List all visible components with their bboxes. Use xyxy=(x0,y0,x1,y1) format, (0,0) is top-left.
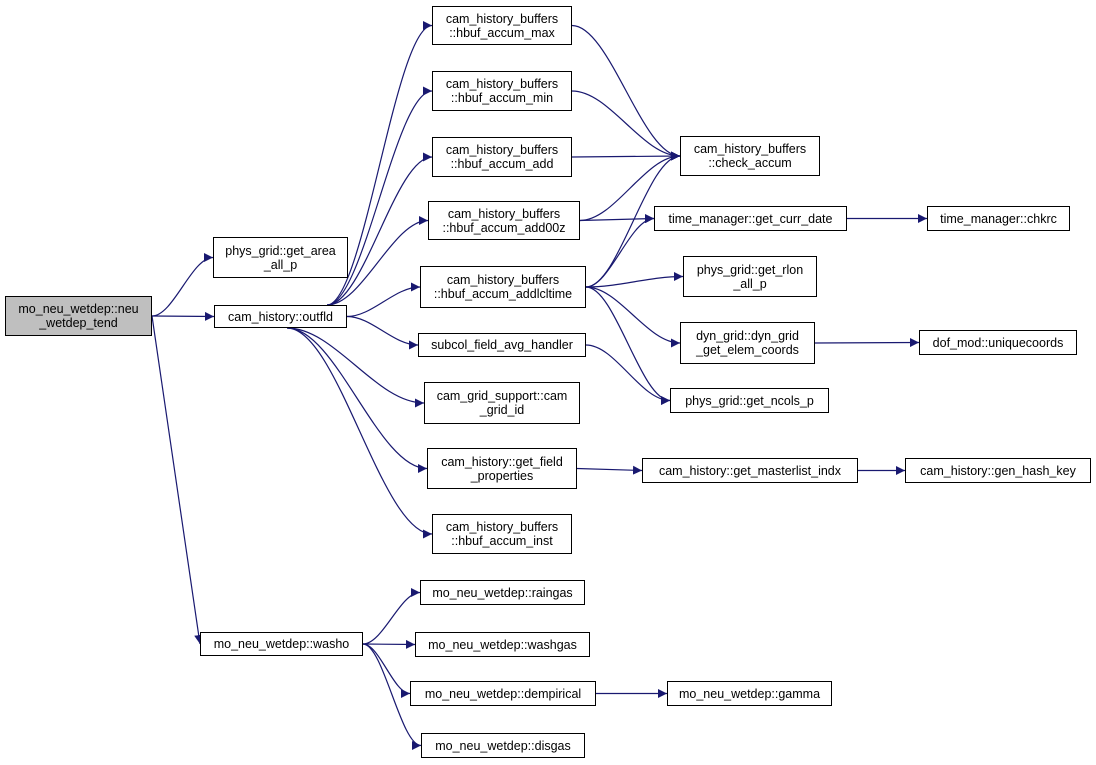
node-label-line: ::hbuf_accum_min xyxy=(450,91,554,105)
edge-outfld-to-accum-inst xyxy=(287,327,433,539)
edge-accum-max-to-check-accum xyxy=(571,24,681,161)
edge-subcol-to-get-ncols xyxy=(585,344,671,405)
node-label-line: cam_history_buffers xyxy=(445,143,559,157)
node-label-line: mo_neu_wetdep::disgas xyxy=(435,738,571,753)
node-label-line: phys_grid::get_area xyxy=(225,243,336,258)
node-accum-add00z[interactable]: cam_history_buffers::hbuf_accum_add00z xyxy=(428,201,580,240)
node-label-line: _all_p xyxy=(263,257,298,272)
edge-washo-to-washgas xyxy=(362,639,416,649)
edge-outfld-to-accum-max xyxy=(326,21,433,306)
node-root: mo_neu_wetdep::neu_wetdep_tend xyxy=(5,296,152,336)
node-label-line: cam_history::outfld xyxy=(228,309,333,324)
node-label-line: dof_mod::uniquecoords xyxy=(932,335,1064,350)
node-uniquecoords[interactable]: dof_mod::uniquecoords xyxy=(919,330,1077,355)
node-label-line: cam_history::gen_hash_key xyxy=(920,463,1076,478)
node-get-field-props[interactable]: cam_history::get_field_properties xyxy=(427,448,577,489)
edge-outfld-to-subcol xyxy=(346,315,419,350)
edge-accum-add00z-to-check-accum xyxy=(579,151,681,222)
edge-outfld-to-accum-add xyxy=(327,152,433,306)
edge-accum-addlcltime-to-get-curr-date xyxy=(585,214,655,288)
node-label-line: _wetdep_tend xyxy=(39,316,118,330)
node-check-accum[interactable]: cam_history_buffers::check_accum xyxy=(680,136,820,176)
edge-accum-add-to-check-accum xyxy=(571,151,681,161)
node-dyn-grid[interactable]: dyn_grid::dyn_grid_get_elem_coords xyxy=(680,322,815,364)
edge-outfld-to-accum-addlcltime xyxy=(346,282,421,318)
node-label-line: mo_neu_wetdep::raingas xyxy=(432,585,573,600)
node-label-line: mo_neu_wetdep::washgas xyxy=(428,637,577,652)
node-label-line: cam_history::get_masterlist_indx xyxy=(658,463,842,478)
node-label-line: cam_history_buffers xyxy=(445,77,559,91)
edge-washo-to-raingas xyxy=(362,588,421,645)
node-label-line: subcol_field_avg_handler xyxy=(431,338,573,352)
edge-get-field-props-to-masterlist xyxy=(576,465,643,475)
node-accum-min[interactable]: cam_history_buffers::hbuf_accum_min xyxy=(432,71,572,111)
node-subcol[interactable]: subcol_field_avg_handler xyxy=(418,333,586,357)
node-outfld[interactable]: cam_history::outfld xyxy=(214,305,347,328)
edge-outfld-to-cam-grid-id xyxy=(287,327,425,408)
node-label-line: cam_history_buffers xyxy=(693,142,807,156)
node-label-line: ::hbuf_accum_inst xyxy=(451,534,553,548)
node-label-line: cam_grid_support::cam xyxy=(436,389,568,403)
node-label-line: phys_grid::get_rlon xyxy=(696,262,804,277)
node-label-line: cam_history::get_field xyxy=(441,454,563,469)
node-dempirical[interactable]: mo_neu_wetdep::dempirical xyxy=(410,681,596,706)
edge-root-to-washo xyxy=(151,315,204,645)
edge-outfld-to-get-field-props xyxy=(287,327,428,473)
node-label-line: mo_neu_wetdep::gamma xyxy=(678,686,821,701)
node-hash-key[interactable]: cam_history::gen_hash_key xyxy=(905,458,1091,483)
node-label-line: time_manager::get_curr_date xyxy=(668,211,833,226)
edge-washo-to-disgas xyxy=(362,643,422,750)
node-washo[interactable]: mo_neu_wetdep::washo xyxy=(200,632,363,656)
node-label-line: cam_history_buffers xyxy=(447,206,561,221)
node-masterlist[interactable]: cam_history::get_masterlist_indx xyxy=(642,458,858,483)
node-label-line: _properties xyxy=(470,468,534,483)
node-get-ncols[interactable]: phys_grid::get_ncols_p xyxy=(670,388,829,413)
edge-washo-to-dempirical xyxy=(362,643,411,698)
node-label-line: time_manager::chkrc xyxy=(940,211,1057,226)
node-accum-addlcltime[interactable]: cam_history_buffers::hbuf_accum_addlclti… xyxy=(420,266,586,308)
node-accum-add[interactable]: cam_history_buffers::hbuf_accum_add xyxy=(432,137,572,177)
node-get-curr-date[interactable]: time_manager::get_curr_date xyxy=(654,206,847,231)
edge-accum-min-to-check-accum xyxy=(571,90,681,161)
node-label-line: mo_neu_wetdep::washo xyxy=(213,637,350,651)
node-label-line: mo_neu_wetdep::dempirical xyxy=(424,686,582,701)
node-cam-grid-id[interactable]: cam_grid_support::cam_grid_id xyxy=(424,382,580,424)
edge-root-to-get-area xyxy=(151,253,214,317)
node-label-line: cam_history_buffers xyxy=(445,520,559,534)
edge-dyn-grid-to-uniquecoords xyxy=(814,338,920,348)
node-accum-max[interactable]: cam_history_buffers::hbuf_accum_max xyxy=(432,6,572,45)
node-chkrc[interactable]: time_manager::chkrc xyxy=(927,206,1070,231)
node-label-line: _all_p xyxy=(733,276,767,291)
node-label-line: ::hbuf_accum_add xyxy=(450,157,554,171)
node-accum-inst[interactable]: cam_history_buffers::hbuf_accum_inst xyxy=(432,514,572,554)
node-label-line: dyn_grid::dyn_grid xyxy=(696,329,799,343)
node-label-line: mo_neu_wetdep::neu xyxy=(18,302,139,316)
edge-outfld-to-accum-min xyxy=(326,86,433,306)
node-get-area[interactable]: phys_grid::get_area_all_p xyxy=(213,237,348,278)
node-raingas[interactable]: mo_neu_wetdep::raingas xyxy=(420,580,585,605)
node-label-line: cam_history_buffers xyxy=(445,11,559,26)
node-disgas[interactable]: mo_neu_wetdep::disgas xyxy=(421,733,585,758)
edge-accum-addlcltime-to-get-ncols xyxy=(585,286,671,405)
node-label-line: ::check_accum xyxy=(708,156,792,170)
node-get-rlon[interactable]: phys_grid::get_rlon_all_p xyxy=(683,256,817,297)
node-label-line: cam_history_buffers xyxy=(446,273,560,287)
node-label-line: phys_grid::get_ncols_p xyxy=(685,393,814,408)
edge-accum-addlcltime-to-dyn-grid xyxy=(585,286,681,348)
edge-root-to-outfld xyxy=(151,311,215,321)
edge-outfld-to-accum-add00z xyxy=(327,216,429,306)
node-label-line: ::hbuf_accum_addlcltime xyxy=(433,287,573,301)
node-label-line: ::hbuf_accum_max xyxy=(449,25,555,40)
edge-accum-add00z-to-get-curr-date xyxy=(579,214,655,224)
node-gamma[interactable]: mo_neu_wetdep::gamma xyxy=(667,681,832,706)
node-label-line: ::hbuf_accum_add00z xyxy=(442,220,566,235)
node-label-line: _get_elem_coords xyxy=(696,343,799,357)
node-washgas[interactable]: mo_neu_wetdep::washgas xyxy=(415,632,590,657)
node-label-line: _grid_id xyxy=(479,403,525,417)
edge-accum-addlcltime-to-get-rlon xyxy=(585,272,684,288)
